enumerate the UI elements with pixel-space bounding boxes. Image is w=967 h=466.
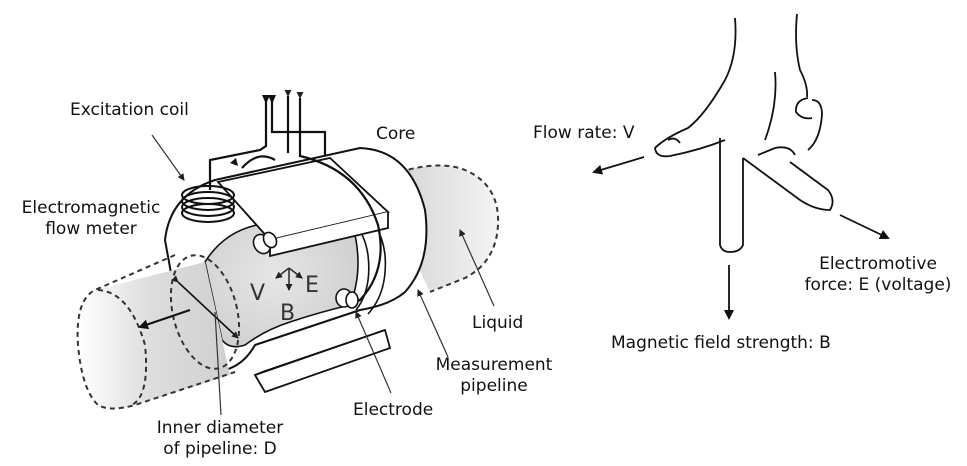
label-meter-line1: Electromagnetic — [21, 198, 161, 218]
leader-lines — [151, 134, 495, 416]
vector-b-label: B — [280, 301, 295, 326]
coil-wires — [208, 90, 382, 306]
label-emf-line1: Electromotive — [819, 254, 937, 274]
label-pipeline-line2: pipeline — [460, 376, 528, 396]
label-liquid: Liquid — [472, 313, 524, 333]
label-excitation-coil: Excitation coil — [70, 100, 189, 120]
label-diameter-line1: Inner diameter — [156, 418, 284, 438]
vector-v-label: V — [250, 281, 265, 306]
label-electrode: Electrode — [353, 400, 434, 420]
vector-triad: V E B — [250, 267, 319, 326]
label-emf-line2: force: E (voltage) — [804, 275, 952, 295]
electrode-side — [335, 288, 359, 309]
liquid-pipe-left — [77, 262, 230, 409]
excitation-coil — [181, 185, 235, 223]
hand-illustration — [654, 13, 834, 253]
label-meter-line2: flow meter — [45, 219, 137, 239]
flow-meter-illustration: V E B — [76, 90, 500, 416]
vector-e-label: E — [305, 273, 319, 298]
hand-rule-arrows — [592, 156, 890, 320]
electrode-top — [252, 231, 278, 255]
label-magnetic-field: Magnetic field strength: B — [611, 333, 831, 353]
label-core: Core — [376, 124, 416, 144]
label-flow-rate: Flow rate: V — [533, 123, 635, 143]
label-diameter-line2: of pipeline: D — [163, 439, 277, 459]
label-pipeline-line1: Measurement — [435, 355, 553, 375]
